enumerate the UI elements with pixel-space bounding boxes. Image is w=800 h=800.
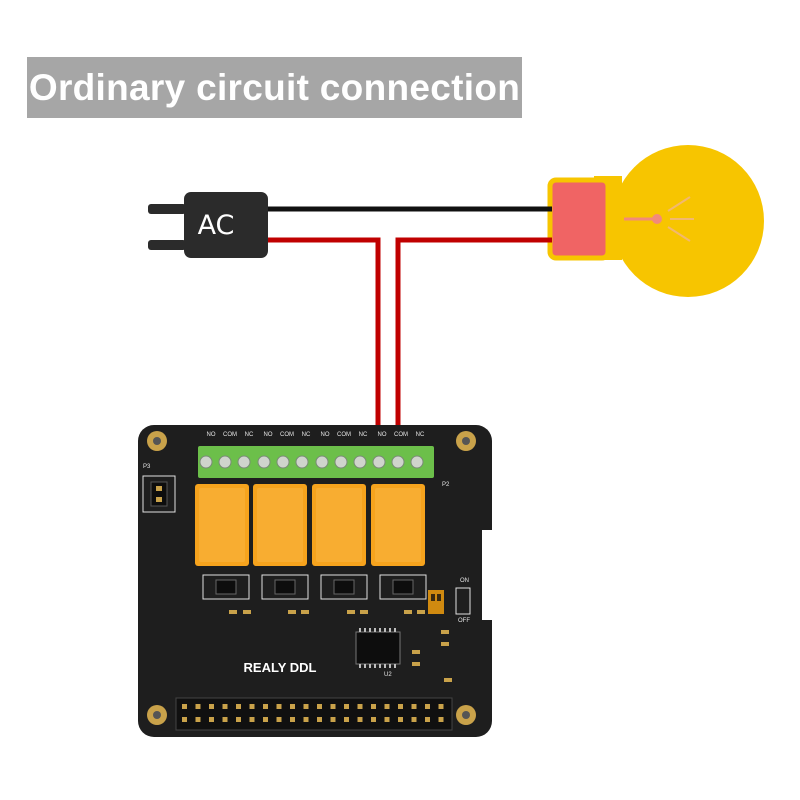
gpio-pin (290, 717, 295, 722)
ac-plug: AC (148, 192, 268, 258)
terminal-screw (276, 455, 290, 469)
gpio-pin (209, 704, 214, 709)
terminal-label: NC (416, 432, 425, 438)
switch-off-label: OFF (458, 618, 470, 624)
gpio-pin (182, 704, 187, 709)
terminal-screw (391, 455, 405, 469)
connector-p3-label: P3 (143, 464, 151, 470)
gpio-pin (398, 704, 403, 709)
bulb-icon (547, 145, 764, 297)
terminal-label: COM (394, 432, 408, 438)
gpio-pin (303, 717, 309, 722)
gpio-pin (425, 704, 430, 709)
gpio-pin (276, 717, 282, 722)
connector-p2-label: P2 (442, 482, 450, 488)
gpio-pin (236, 704, 241, 709)
terminal-screw (334, 455, 348, 469)
terminal-label: NO (378, 432, 387, 438)
terminal-label: COM (223, 432, 237, 438)
gpio-pin (330, 717, 336, 722)
terminal-label: NO (321, 432, 330, 438)
chip-label: U2 (384, 672, 392, 678)
gpio-pin (371, 704, 376, 709)
terminal-screw (372, 455, 386, 469)
relay (195, 484, 249, 566)
gpio-pin (303, 704, 309, 709)
terminal-block (198, 446, 434, 478)
mounting-hole (147, 705, 167, 725)
gpio-pin (438, 717, 444, 722)
smd-components (229, 610, 452, 682)
title-banner: Ordinary circuit connection (27, 57, 522, 118)
gpio-pin (236, 717, 241, 722)
gpio-pin (398, 717, 403, 722)
gpio-header (175, 697, 453, 731)
terminal-screw (199, 455, 213, 469)
terminal-label: NC (359, 432, 368, 438)
gpio-pin (357, 704, 363, 709)
gpio-pin (249, 717, 255, 722)
terminal-label: NC (302, 432, 311, 438)
switch-on-label: ON (460, 578, 469, 584)
gpio-pin (411, 717, 417, 722)
gpio-pin (317, 717, 322, 722)
gpio-pin (276, 704, 282, 709)
terminal-screw (237, 455, 251, 469)
relay (253, 484, 307, 566)
relay (371, 484, 425, 566)
terminal-screw (315, 455, 329, 469)
gpio-pin (438, 704, 444, 709)
wires (268, 206, 552, 460)
transistor (202, 574, 250, 600)
mounting-hole (456, 705, 476, 725)
gpio-pin (182, 717, 187, 722)
gpio-pin (222, 704, 228, 709)
gpio-pin (290, 704, 295, 709)
gpio-pin (317, 704, 322, 709)
gpio-pin (384, 704, 390, 709)
gpio-pin (384, 717, 390, 722)
gpio-pin (371, 717, 376, 722)
relay (312, 484, 366, 566)
gpio-pin (209, 717, 214, 722)
gpio-pin (195, 704, 201, 709)
connector-p3 (142, 475, 176, 513)
terminal-screw (410, 455, 424, 469)
gpio-pin (344, 717, 349, 722)
terminal-label: COM (337, 432, 351, 438)
gpio-pin (357, 717, 363, 722)
gpio-pin (222, 717, 228, 722)
terminal-screw (353, 455, 367, 469)
terminal-screw (218, 455, 232, 469)
gpio-pin (249, 704, 255, 709)
terminal-labels: NO COM NC NO COM NC NO COM NC NO COM NC (207, 432, 425, 438)
gpio-pin (411, 704, 417, 709)
ic-chip (355, 628, 401, 668)
board-name: REALY DDL (244, 660, 317, 675)
terminal-screw (295, 455, 309, 469)
terminal-screw (257, 455, 271, 469)
dip-switch (428, 587, 471, 615)
transistor (261, 574, 309, 600)
terminal-label: COM (280, 432, 294, 438)
gpio-pin (330, 704, 336, 709)
gpio-pin (344, 704, 349, 709)
relay-board: NO COM NC NO COM NC NO COM NC NO COM NC (138, 425, 496, 737)
page-title: Ordinary circuit connection (28, 66, 521, 108)
terminal-label: NO (264, 432, 273, 438)
gpio-pin (195, 717, 201, 722)
terminal-label: NC (245, 432, 254, 438)
ac-label: AC (198, 210, 235, 241)
transistor (320, 574, 368, 600)
gpio-pin (263, 717, 268, 722)
terminal-label: NO (207, 432, 216, 438)
gpio-pin (263, 704, 268, 709)
mounting-hole (456, 431, 476, 451)
gpio-pin (425, 717, 430, 722)
mounting-hole (147, 431, 167, 451)
transistor (379, 574, 427, 600)
